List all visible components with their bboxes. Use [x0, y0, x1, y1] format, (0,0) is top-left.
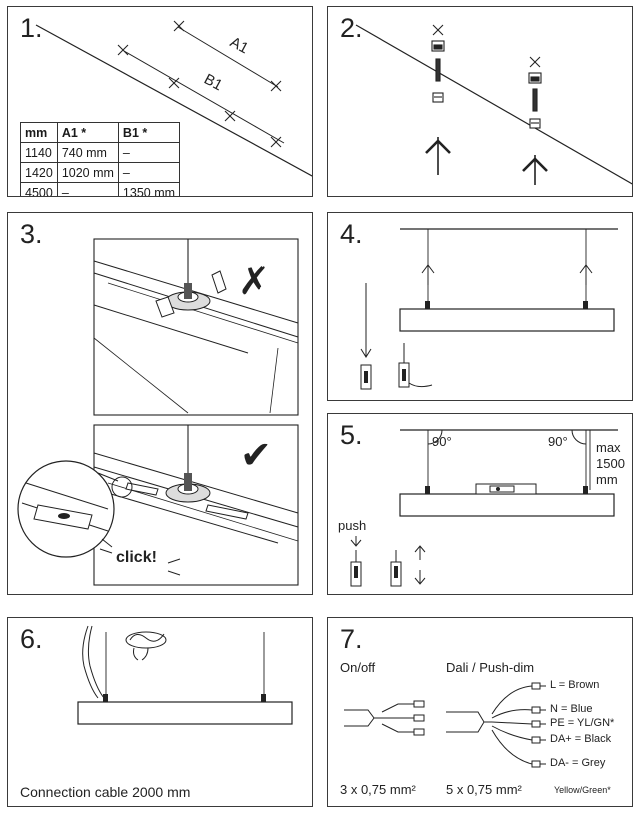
panel-step-3: 3.	[7, 212, 313, 595]
onoff-label: On/off	[340, 660, 376, 675]
wire-label-n: N = Blue	[550, 703, 593, 715]
step-number: 2.	[340, 13, 363, 43]
connection-cable-illustration	[77, 625, 293, 725]
height-adjustment-illustration	[350, 429, 618, 587]
table-row: 4500 – 1350 mm	[20, 182, 181, 196]
footnote-yellow-green: Yellow/Green*	[554, 785, 611, 795]
table-cell: –	[56, 182, 119, 196]
cable-insertion-illustration	[360, 228, 618, 390]
wire-label-pe: PE = YL/GN*	[550, 717, 615, 729]
table-cell: 1020 mm	[56, 162, 119, 183]
wire-label-l: L = Brown	[550, 679, 600, 691]
dali-cable	[446, 682, 546, 768]
panel-step-1: 1. A1 B1 mm A1 * B1 * 1140	[7, 6, 313, 197]
table-row: 1420 1020 mm –	[20, 162, 181, 183]
step-number: 7.	[340, 624, 363, 654]
dali-label: Dali / Push-dim	[446, 660, 535, 675]
step-number: 6.	[20, 624, 43, 654]
canopy-clip-illustration	[17, 238, 299, 586]
table-cell: –	[117, 142, 181, 163]
panel-step-2: 2.	[327, 6, 633, 197]
angle-left-label: 90°	[432, 434, 452, 449]
wrong-mounting-view	[93, 238, 299, 416]
panel-step-4: 4.	[327, 212, 633, 401]
wiring-illustration	[344, 682, 546, 768]
wire-label-da-plus: DA+ = Black	[550, 733, 612, 745]
click-label: click!	[116, 549, 157, 566]
table-cell: 4500	[20, 182, 58, 196]
push-label: push	[338, 518, 367, 533]
connection-cable-caption: Connection cable 2000 mm	[20, 784, 191, 800]
anchor-drilling-illustration	[355, 24, 632, 185]
table-header: A1 *	[56, 122, 119, 143]
wrong-cross-icon: ✗	[238, 259, 270, 303]
panel-step-5: 5. 90° 90° max 1500 mm push	[327, 413, 633, 595]
onoff-cable-size: 3 x 0,75 mm²	[340, 782, 416, 797]
table-cell: 1140	[20, 142, 58, 163]
table-header: mm	[20, 122, 58, 143]
table-cell: 740 mm	[56, 142, 119, 163]
max-height-line3: mm	[596, 472, 618, 487]
dimension-table: mm A1 * B1 * 1140 740 mm – 1420 1020 mm …	[20, 122, 181, 196]
table-header: B1 *	[117, 122, 181, 143]
panel-step-7: 7.	[327, 617, 633, 807]
step-number: 3.	[20, 219, 43, 249]
anchor-left	[425, 24, 451, 175]
panel-step-6: 6. Connection cable 2000 mm	[7, 617, 313, 807]
angle-right-label: 90°	[548, 434, 568, 449]
table-cell: –	[117, 162, 181, 183]
max-height-line1: max	[596, 440, 621, 455]
table-header-row: mm A1 * B1 *	[20, 122, 181, 143]
table-cell: 1350 mm	[117, 182, 181, 196]
ceiling-marking-illustration	[35, 20, 312, 177]
table-row: 1140 740 mm –	[20, 142, 181, 163]
correct-check-icon: ✔	[240, 433, 272, 477]
magnifier-detail	[17, 460, 133, 558]
step-number: 1.	[20, 13, 43, 43]
dali-cable-size: 5 x 0,75 mm²	[446, 782, 522, 797]
max-height-line2: 1500	[596, 456, 625, 471]
table-cell: 1420	[20, 162, 58, 183]
anchor-right	[522, 56, 548, 185]
wire-label-da-minus: DA- = Grey	[550, 757, 606, 769]
onoff-cable	[344, 700, 425, 736]
step-number: 5.	[340, 420, 363, 450]
step-number: 4.	[340, 219, 363, 249]
